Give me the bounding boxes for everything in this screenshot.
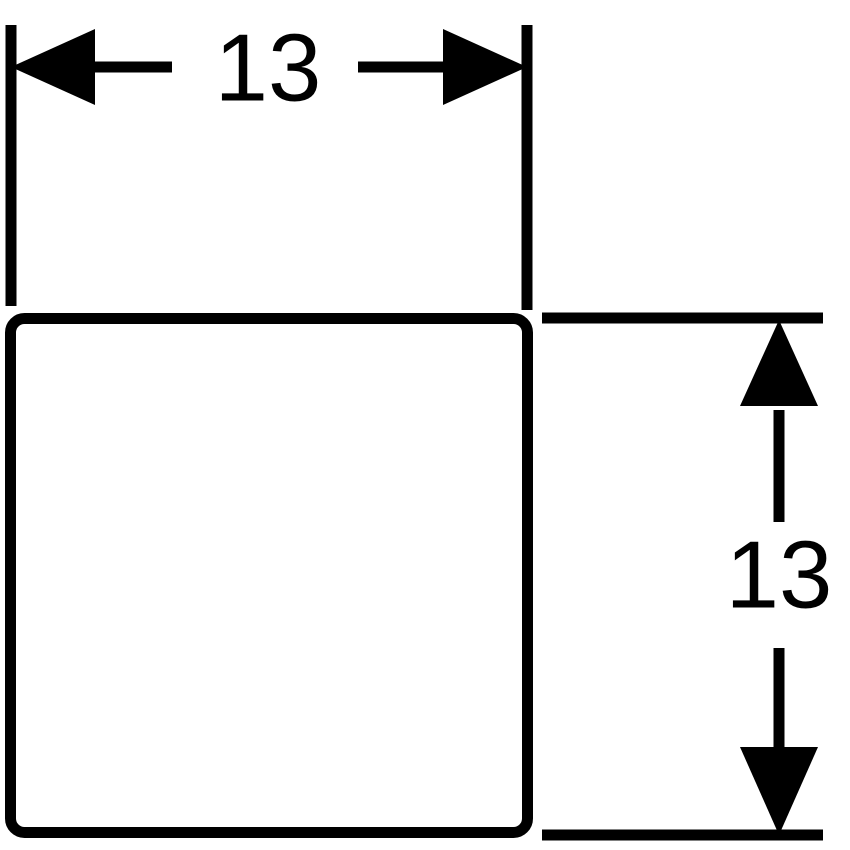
vertical-dimension-label: 13 [726, 522, 833, 629]
vertical-dimension-group: 13 [542, 312, 833, 841]
arrowhead-left-icon [11, 29, 95, 105]
arrowhead-down-icon [740, 747, 818, 835]
arrowhead-up-icon [740, 320, 818, 406]
square-outline [5, 313, 533, 838]
horizontal-dimension-label: 13 [215, 15, 322, 122]
horizontal-dimension-group: 13 [5, 15, 533, 310]
arrowhead-right-icon [443, 29, 527, 105]
